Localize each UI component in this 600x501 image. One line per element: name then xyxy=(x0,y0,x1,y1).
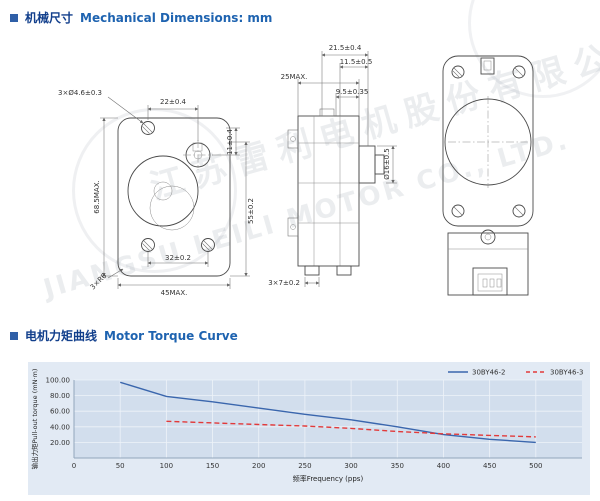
svg-text:30BY46-2: 30BY46-2 xyxy=(472,369,506,377)
svg-text:500: 500 xyxy=(529,462,542,470)
dim-front-hole-span: 32±0.2 xyxy=(165,254,191,262)
mechanical-dimensions-title-zh: 机械尺寸 xyxy=(25,11,74,25)
section-bullet-icon xyxy=(10,13,18,22)
torque-curve-title-en: Motor Torque Curve xyxy=(104,328,238,343)
side-view: 21.5±0.4 11.5±0.5 25MAX. 9.5±0.35 Ø16±0.… xyxy=(268,44,397,287)
dim-side-d1: 21.5±0.4 xyxy=(329,44,362,52)
svg-text:100.00: 100.00 xyxy=(46,377,71,385)
svg-text:50: 50 xyxy=(116,462,125,470)
svg-text:100: 100 xyxy=(160,462,173,470)
dim-front-total-width: 45MAX. xyxy=(161,289,188,297)
dim-front-top-width: 22±0.4 xyxy=(160,98,186,106)
dim-side-tab: 3×7±0.2 xyxy=(268,279,300,287)
mechanical-dimensions-title-en: Mechanical Dimensions: mm xyxy=(80,10,273,25)
svg-text:80.00: 80.00 xyxy=(50,392,70,400)
svg-text:350: 350 xyxy=(391,462,404,470)
dim-side-depth: 25MAX. xyxy=(281,73,308,81)
svg-text:60.00: 60.00 xyxy=(50,408,70,416)
dim-side-d3: 9.5±0.35 xyxy=(336,88,369,96)
dim-front-corner-radius: 3×R6 xyxy=(89,271,109,291)
mechanical-drawings: 3×Ø4.6±0.3 22±0.4 68.5MAX. 11±0.4 55±0.2 xyxy=(58,44,534,297)
svg-text:40.00: 40.00 xyxy=(50,423,70,431)
section-bullet-icon xyxy=(10,331,18,340)
dim-front-body-height: 55±0.2 xyxy=(247,198,255,224)
svg-text:输出力矩Pull-out torque (mN·m): 输出力矩Pull-out torque (mN·m) xyxy=(30,369,39,470)
dim-front-total-height: 68.5MAX. xyxy=(93,180,101,213)
svg-text:400: 400 xyxy=(437,462,450,470)
svg-text:300: 300 xyxy=(344,462,357,470)
svg-text:250: 250 xyxy=(298,462,311,470)
front-view: 3×Ø4.6±0.3 22±0.4 68.5MAX. 11±0.4 55±0.2 xyxy=(58,89,255,297)
rear-view xyxy=(442,55,534,227)
torque-chart-panel: 20.00 40.00 60.00 80.00 100.00 0 50 100 150 200 25… xyxy=(28,362,590,495)
svg-text:200: 200 xyxy=(252,462,265,470)
dim-side-shaft-dia: Ø16±0.5 xyxy=(383,148,391,179)
svg-text:频率Frequency (pps): 频率Frequency (pps) xyxy=(293,474,364,483)
torque-curve-header: 电机力矩曲线 Motor Torque Curve xyxy=(10,327,238,344)
svg-text:30BY46-3: 30BY46-3 xyxy=(550,369,584,377)
svg-text:0: 0 xyxy=(72,462,76,470)
torque-chart: 20.00 40.00 60.00 80.00 100.00 0 50 100 150 200 25… xyxy=(30,369,584,484)
svg-text:150: 150 xyxy=(206,462,219,470)
svg-text:450: 450 xyxy=(483,462,496,470)
dim-front-holes: 3×Ø4.6±0.3 xyxy=(58,89,102,97)
mechanical-dimensions-header: 机械尺寸 Mechanical Dimensions: mm xyxy=(10,9,272,26)
dim-side-d2: 11.5±0.5 xyxy=(340,58,373,66)
connector-view xyxy=(447,229,529,296)
svg-text:20.00: 20.00 xyxy=(50,439,70,447)
torque-curve-title-zh: 电机力矩曲线 xyxy=(25,329,98,343)
